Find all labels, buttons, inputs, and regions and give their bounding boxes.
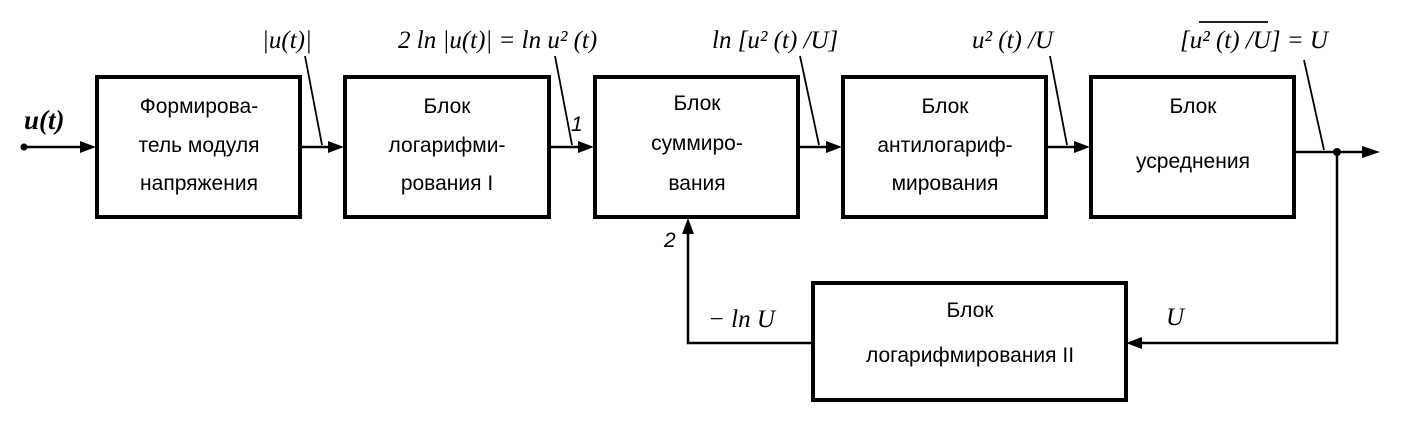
block-modulus-former: Формирова- тель модуля напряжения [95, 75, 302, 219]
summing-input-2-label: 2 [663, 229, 676, 252]
input-signal: u(t) [20, 105, 96, 153]
signal-ratio: u² (t) /U [972, 27, 1055, 54]
block-summing-line-3: вания [668, 172, 725, 195]
input-signal-label: u(t) [24, 105, 65, 135]
block-summing-line-2: суммиро- [651, 132, 743, 155]
leader-output [1303, 59, 1325, 151]
leader-ln-ratio [799, 55, 820, 146]
signal-ln-ratio: ln [u² (t) /U] [712, 27, 838, 54]
block-averaging: Блок усреднения [1089, 75, 1296, 219]
wire-summing-to-antilog [798, 141, 842, 153]
block-antilog-line-1: Блок [922, 95, 970, 118]
block-former-line-2: тель модуля [139, 134, 260, 157]
signal-neg-ln-u: − ln U [708, 306, 777, 333]
leader-abs-u [304, 55, 323, 146]
wire-feedback-to-log2 [1126, 152, 1339, 349]
block-log2-line-2: логарифмирования II [866, 344, 1074, 367]
block-averaging-line-1: Блок [1170, 95, 1218, 118]
block-former-line-3: напряжения [140, 172, 258, 195]
leader-log-sq [554, 55, 573, 146]
block-log1-line-3: рования I [401, 172, 493, 195]
leader-ratio [1049, 55, 1068, 146]
wire-log2-to-summing [682, 218, 813, 345]
block-summing-line-1: Блок [674, 92, 722, 115]
block-log2-line-1: Блок [947, 299, 995, 322]
signal-output: [u² (t) /U] = U [1180, 27, 1330, 54]
block-antilog-line-2: антилогариф- [877, 134, 1012, 157]
wire-antilog-to-averaging [1046, 141, 1090, 153]
block-former-line-1: Формирова- [140, 95, 258, 118]
block-antilog: Блок антилогариф- мирования [841, 75, 1048, 219]
block-summing: Блок суммиро- вания [593, 75, 800, 219]
block-antilog-line-3: мирования [892, 172, 999, 195]
wire-former-to-log1 [300, 141, 344, 153]
block-log-2: Блок логарифмирования II [811, 281, 1128, 402]
block-log1-line-2: логарифми- [389, 134, 506, 157]
block-log1-line-1: Блок [424, 95, 472, 118]
block-averaging-line-2: усреднения [1136, 150, 1250, 173]
wire-log1-to-summing [549, 141, 594, 153]
signal-abs-u: |u(t)| [262, 27, 312, 54]
signal-u-feedback: U [1166, 304, 1186, 331]
wire-output [1294, 146, 1380, 158]
signal-output-group: [u² (t) /U] = U [1180, 21, 1330, 54]
block-log-1: Блок логарифми- рования I [343, 75, 551, 219]
input-arrow [80, 141, 96, 153]
signal-log-sq: 2 ln |u(t)| = ln u² (t) [398, 27, 597, 54]
summing-input-1-label: 1 [571, 113, 583, 136]
